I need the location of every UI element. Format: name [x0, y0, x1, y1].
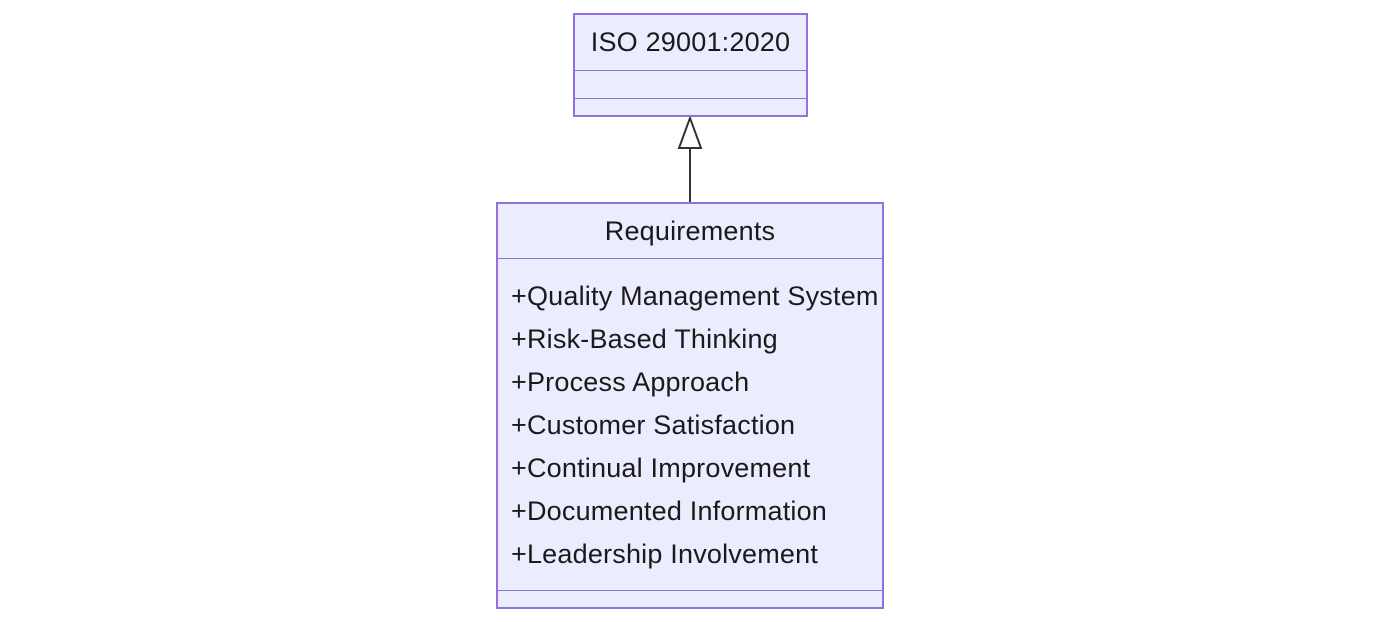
parent-class-title: ISO 29001:2020	[590, 27, 791, 57]
attribute-item: +Leadership Involvement	[511, 539, 819, 569]
child-attributes-compartment: +Quality Management System +Risk-Based T…	[498, 258, 882, 590]
child-class-title: Requirements	[604, 215, 776, 246]
parent-attributes-compartment	[575, 70, 806, 98]
inheritance-arrowhead-icon	[677, 115, 703, 149]
class-node-iso-29001-2020: ISO 29001:2020	[573, 13, 808, 117]
attribute-item: +Customer Satisfaction	[511, 410, 796, 440]
attribute-item: +Risk-Based Thinking	[511, 324, 778, 354]
attribute-item: +Quality Management System	[511, 281, 879, 311]
child-methods-compartment	[498, 590, 882, 607]
parent-methods-compartment	[575, 98, 806, 115]
class-node-requirements: Requirements +Quality Management System …	[496, 202, 884, 609]
attribute-item: +Documented Information	[511, 496, 828, 526]
attribute-item: +Continual Improvement	[511, 453, 811, 483]
attribute-item: +Process Approach	[511, 367, 750, 397]
